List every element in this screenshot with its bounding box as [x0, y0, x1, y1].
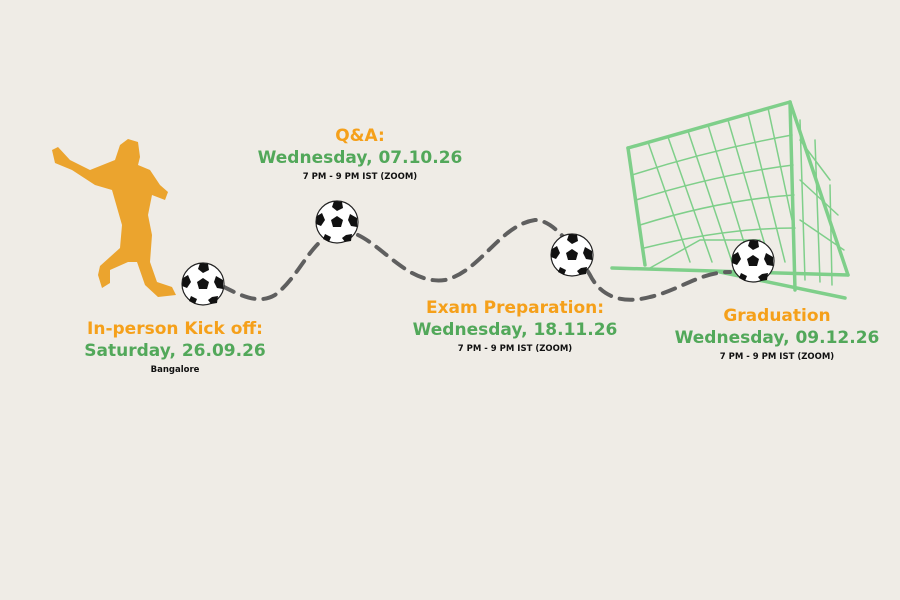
goal-net: [610, 100, 850, 300]
soccer-ball-icon: [181, 262, 225, 306]
dashed-path: [220, 217, 732, 302]
event-date: Wednesday, 07.10.26: [257, 148, 463, 168]
event-title: Exam Preparation:: [425, 298, 605, 318]
event-time: 7 PM - 9 PM IST (ZOOM): [719, 352, 835, 362]
event-graduation: Graduation Wednesday, 09.12.26 7 PM - 9 …: [675, 305, 880, 364]
soccer-ball-icon: [315, 200, 359, 244]
event-time: 7 PM - 9 PM IST (ZOOM): [457, 344, 573, 354]
event-kickoff: In-person Kick off: Saturday, 26.09.26 B…: [84, 318, 265, 377]
soccer-ball-icon: [731, 239, 775, 283]
event-exam-preparation: Exam Preparation: Wednesday, 18.11.26 7 …: [413, 297, 618, 356]
event-date: Wednesday, 18.11.26: [412, 320, 618, 340]
event-title: Q&A:: [335, 126, 385, 146]
event-qa: Q&A: Wednesday, 07.10.26 7 PM - 9 PM IST…: [258, 125, 463, 184]
player-silhouette: [52, 139, 176, 297]
event-date: Saturday, 26.09.26: [84, 341, 266, 361]
event-title: Graduation: [723, 306, 831, 326]
event-time: 7 PM - 9 PM IST (ZOOM): [302, 172, 418, 182]
soccer-ball-icon: [550, 233, 594, 277]
event-date: Wednesday, 09.12.26: [674, 328, 880, 348]
event-location: Bangalore: [150, 365, 200, 375]
event-title: In-person Kick off:: [87, 319, 263, 339]
